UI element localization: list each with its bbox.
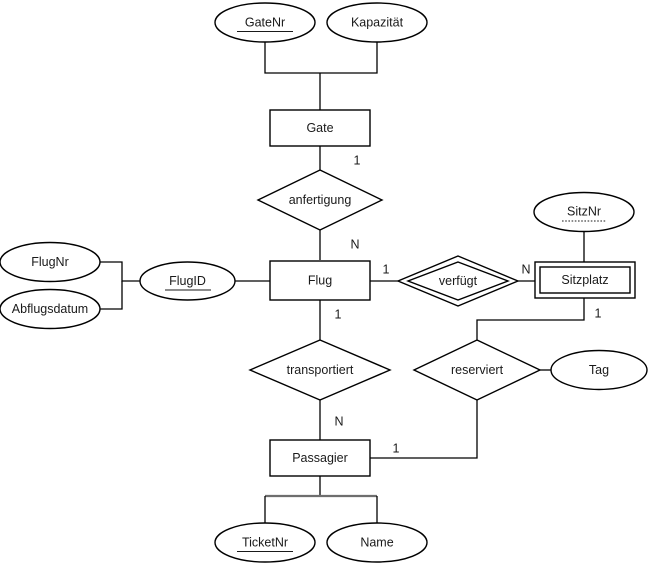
relationship-transportiert-diamond	[248, 339, 392, 401]
connector-layer	[100, 42, 585, 523]
attribute-gatenr-label: GateNr	[245, 15, 285, 29]
attribute-abflugsdatum-label: Abflugsdatum	[12, 302, 88, 316]
relationship-reserviert-diamond	[412, 339, 542, 401]
entity-passagier-box	[269, 439, 371, 477]
connector-passagier-to-reserviert	[370, 400, 478, 459]
relationship-anfertigung-label: anfertigung	[289, 193, 352, 207]
entity-sitzplatz-box-outer	[534, 261, 636, 299]
attribute-tag-ellipse	[550, 349, 648, 391]
relationship-reserviert[interactable]: reserviert	[412, 339, 542, 401]
attribute-sitznr-ellipse	[533, 191, 635, 233]
attribute-tag-label: Tag	[589, 363, 609, 377]
connector-abflugsdatum-to-flugid	[100, 281, 123, 310]
relationship-anfertigung[interactable]: anfertigung	[256, 169, 384, 231]
connector-sitzplatz-to-reserviert	[476, 298, 585, 340]
relationship-verfuegt[interactable]: verfügt	[396, 255, 520, 307]
entity-flug-box	[269, 260, 371, 301]
relationship-transportiert-label: transportiert	[287, 363, 354, 377]
entity-gate-box	[269, 109, 371, 147]
attribute-abflugsdatum[interactable]: Abflugsdatum	[0, 288, 101, 330]
relationship-verfuegt-diamond-outer	[396, 255, 520, 307]
entity-sitzplatz-label: Sitzplatz	[561, 273, 608, 287]
relationship-transportiert[interactable]: transportiert	[248, 339, 392, 401]
attribute-flugnr-label: FlugNr	[31, 255, 69, 269]
attribute-kapazitaet-ellipse	[326, 2, 428, 43]
cardinality-anfertigung-flug: N	[350, 237, 359, 251]
attribute-name[interactable]: Name	[326, 522, 428, 563]
attribute-name-label: Name	[360, 535, 393, 549]
attribute-ticketnr-label: TicketNr	[242, 535, 288, 549]
attribute-gatenr[interactable]: GateNr	[214, 2, 316, 43]
cardinality-transportiert-passagier: N	[334, 414, 343, 428]
connector-flugnr-to-flugid	[100, 261, 140, 282]
cardinality-sitzplatz-reserviert: 1	[595, 306, 602, 320]
entity-sitzplatz-box-inner	[539, 266, 631, 294]
attribute-sitznr[interactable]: SitzNr	[533, 191, 635, 233]
attribute-gatenr-ellipse	[214, 2, 316, 43]
cardinality-gate-anfertigung: 1	[354, 153, 361, 167]
entity-gate-label: Gate	[306, 121, 333, 135]
attribute-kapazitaet[interactable]: Kapazität	[326, 2, 428, 43]
attribute-flugnr-ellipse	[0, 241, 101, 283]
attribute-ticketnr[interactable]: TicketNr	[214, 522, 316, 563]
entity-flug[interactable]: Flug	[269, 260, 371, 301]
cardinality-flug-transportiert: 1	[335, 307, 342, 321]
attribute-sitznr-label: SitzNr	[567, 204, 601, 218]
attribute-tag[interactable]: Tag	[550, 349, 648, 391]
attribute-flugid[interactable]: FlugID	[139, 261, 236, 301]
attribute-kapazitaet-label: Kapazität	[351, 15, 404, 29]
entity-sitzplatz[interactable]: Sitzplatz	[534, 261, 636, 299]
relationship-verfuegt-diamond-inner	[406, 261, 510, 301]
attribute-abflugsdatum-ellipse	[0, 288, 101, 330]
attribute-flugnr[interactable]: FlugNr	[0, 241, 101, 283]
cardinality-flug-verfuegt: 1	[383, 262, 390, 276]
attribute-flugid-label: FlugID	[169, 274, 206, 288]
attribute-ticketnr-ellipse	[214, 522, 316, 563]
relationship-anfertigung-diamond	[256, 169, 384, 231]
relationship-reserviert-label: reserviert	[451, 363, 504, 377]
relationship-verfuegt-label: verfügt	[439, 274, 478, 288]
cardinality-verfuegt-sitzplatz: N	[521, 262, 530, 276]
cardinality-passagier-reserviert: 1	[393, 441, 400, 455]
connector-gate-attributes-bracket	[264, 42, 378, 74]
entity-gate[interactable]: Gate	[269, 109, 371, 147]
attribute-flugid-ellipse	[139, 261, 236, 301]
attribute-name-ellipse	[326, 522, 428, 563]
entity-passagier-label: Passagier	[292, 451, 348, 465]
entity-passagier[interactable]: Passagier	[269, 439, 371, 477]
entity-flug-label: Flug	[308, 273, 332, 287]
